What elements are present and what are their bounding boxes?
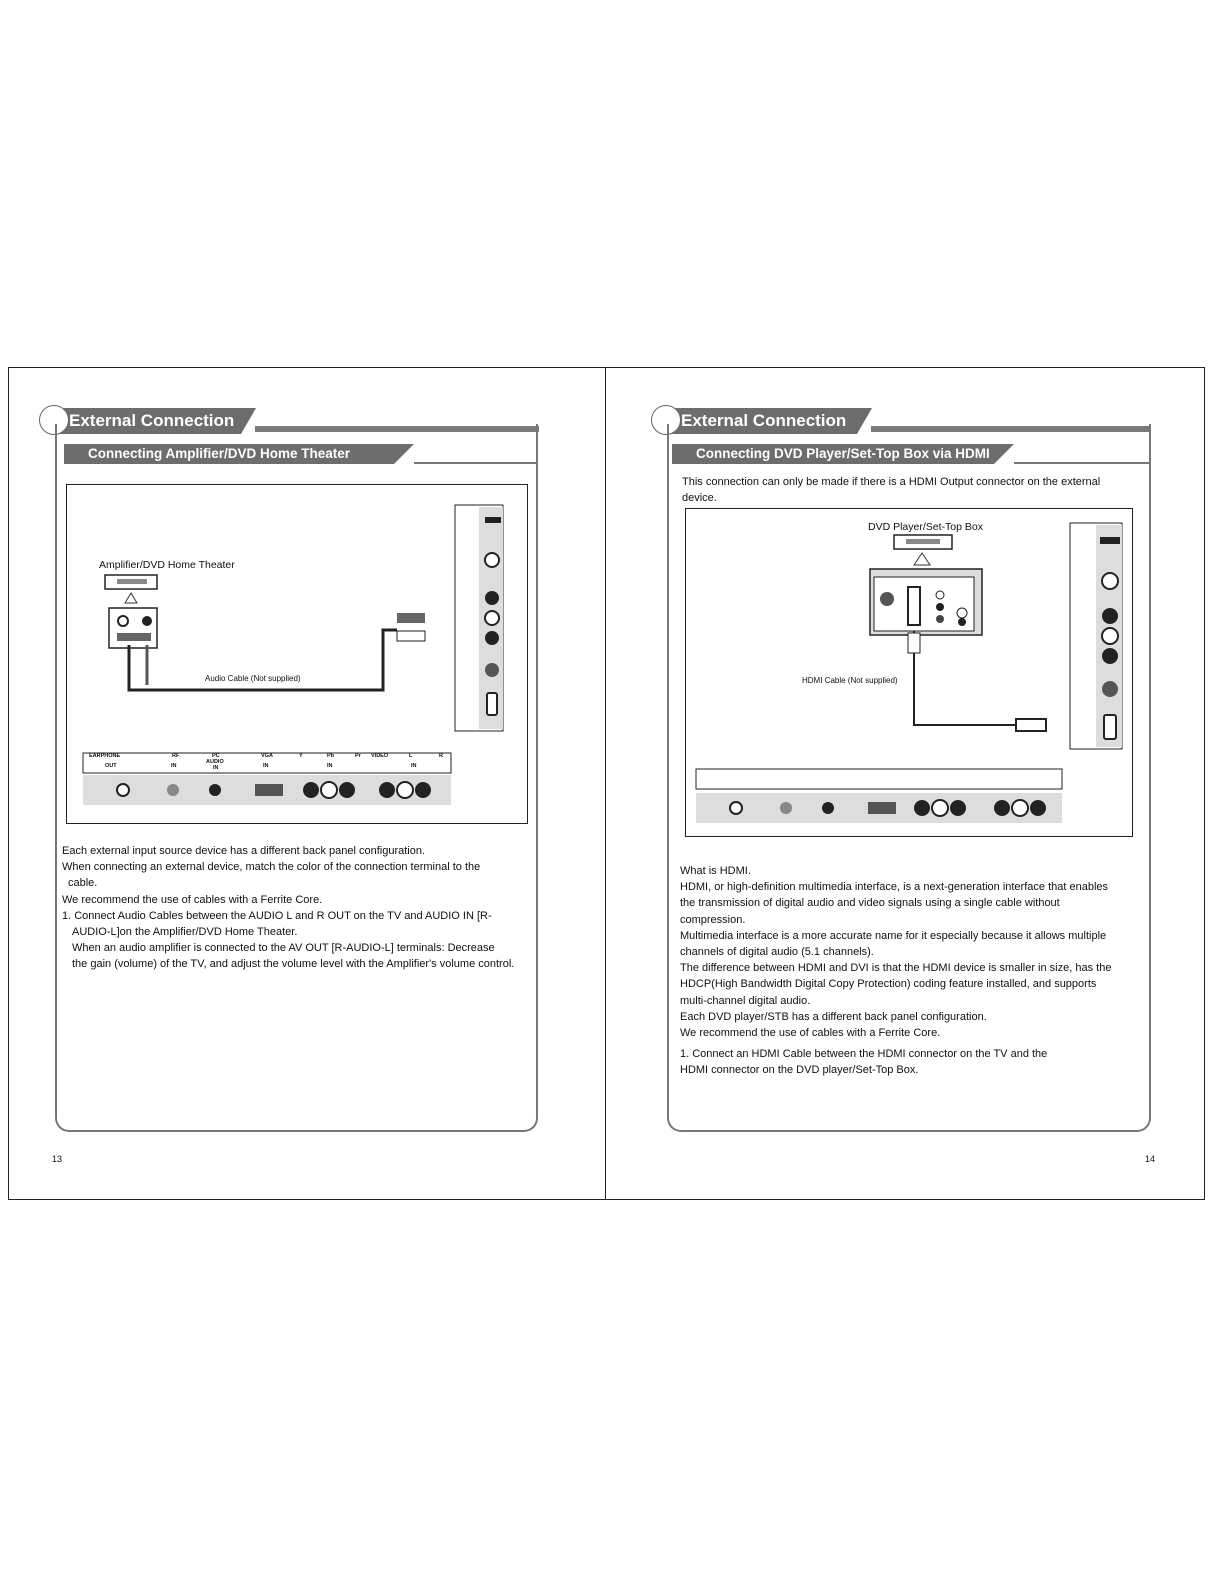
paragraph: 1. Connect Audio Cables between the AUDI… [62,909,492,922]
paragraph: This connection can only be made if ther… [682,476,1101,488]
paragraph: multi-channel digital audio. [680,994,811,1007]
paragraph: cable. [68,877,98,890]
pc-label: PC [212,753,220,759]
page-divider [605,367,606,1200]
diagram-drawing [82,504,504,805]
subheader-rule [414,462,538,464]
paragraph: HDMI, or high-definition multimedia inte… [680,881,1109,894]
paragraph: The difference between HDMI and DVI is t… [680,962,1112,975]
page-header: External Connection [55,408,256,434]
content-panel [55,424,538,1132]
connection-diagram: Amplifier/DVD Home Theater Audio Cable (… [66,484,528,824]
connection-diagram: DVD Player/Set-Top Box HDMI Cable (Not s… [685,508,1133,837]
paragraph: Each DVD player/STB has a different back… [680,1010,987,1023]
out-label: OUT [105,763,117,769]
section-subheader: Connecting DVD Player/Set-Top Box via HD… [672,444,1014,464]
cable-label: Audio Cable (Not supplied) [205,674,301,683]
pc-in-label: IN [213,765,219,771]
page-number: 14 [1145,1154,1156,1164]
paragraph: When an audio amplifier is connected to … [72,942,495,955]
paragraph: the gain (volume) of the TV, and adjust … [72,958,515,971]
pr-label: Pr [355,753,361,759]
device-label: Amplifier/DVD Home Theater [99,559,235,571]
step: 1. Connect an HDMI Cable between the HDM… [680,1048,1048,1060]
paragraph: the transmission of digital audio and vi… [680,897,1060,910]
subheader-rule [1014,462,1151,464]
pb-label: Pb [327,753,335,759]
paragraph: channels of digital audio (5.1 channels)… [680,946,874,959]
diagram-drawing [695,522,1123,823]
body-text: Each external input source device has a … [62,843,514,973]
header-circle-icon [651,405,681,435]
audio-label: AUDIO [206,759,224,765]
ypbpr-in-label: IN [327,763,333,769]
page-header: External Connection [667,408,872,434]
intro-text: This connection can only be made if ther… [682,474,1100,506]
paragraph: We recommend the use of cables with a Fe… [680,1027,941,1040]
steps-text: 1. Connect an HDMI Cable between the HDM… [680,1046,1047,1078]
step: HDMI connector on the DVD player/Set-Top… [680,1064,919,1077]
rf-label: RF [172,753,180,759]
paragraph: Each external input source device has a … [62,845,426,857]
paragraph: AUDIO-L]on the Amplifier/DVD Home Theate… [72,926,298,939]
rf-in-label: IN [171,763,177,769]
video-label: VIDEO [371,753,389,759]
content-panel [667,424,1151,1132]
device-label: DVD Player/Set-Top Box [868,521,983,533]
y-label: Y [299,753,303,759]
paragraph: compression. [680,913,746,926]
header-rule [871,426,1151,432]
section-subheader: Connecting Amplifier/DVD Home Theater [64,444,414,464]
paragraph: Multimedia interface is a more accurate … [680,929,1107,942]
paragraph: We recommend the use of cables with a Fe… [62,893,323,906]
paragraph: When connecting an external device, matc… [62,861,481,874]
paragraph: device. [682,492,717,505]
l-label: L [409,753,413,759]
video-in-label: IN [411,763,417,769]
page-number: 13 [52,1154,63,1164]
paragraph: HDCP(High Bandwidth Digital Copy Protect… [680,978,1097,991]
vga-label: VGA [261,753,273,759]
manual-spread [8,367,1205,1200]
body-text: What is HDMI. HDMI, or high-definition m… [680,863,1111,1041]
header-rule [255,426,539,432]
paragraph: What is HDMI. [680,865,751,877]
earphone-label: EARPHONE [89,753,121,759]
vga-in-label: IN [263,763,269,769]
r-label: R [439,753,443,759]
cable-label: HDMI Cable (Not supplied) [802,676,898,685]
